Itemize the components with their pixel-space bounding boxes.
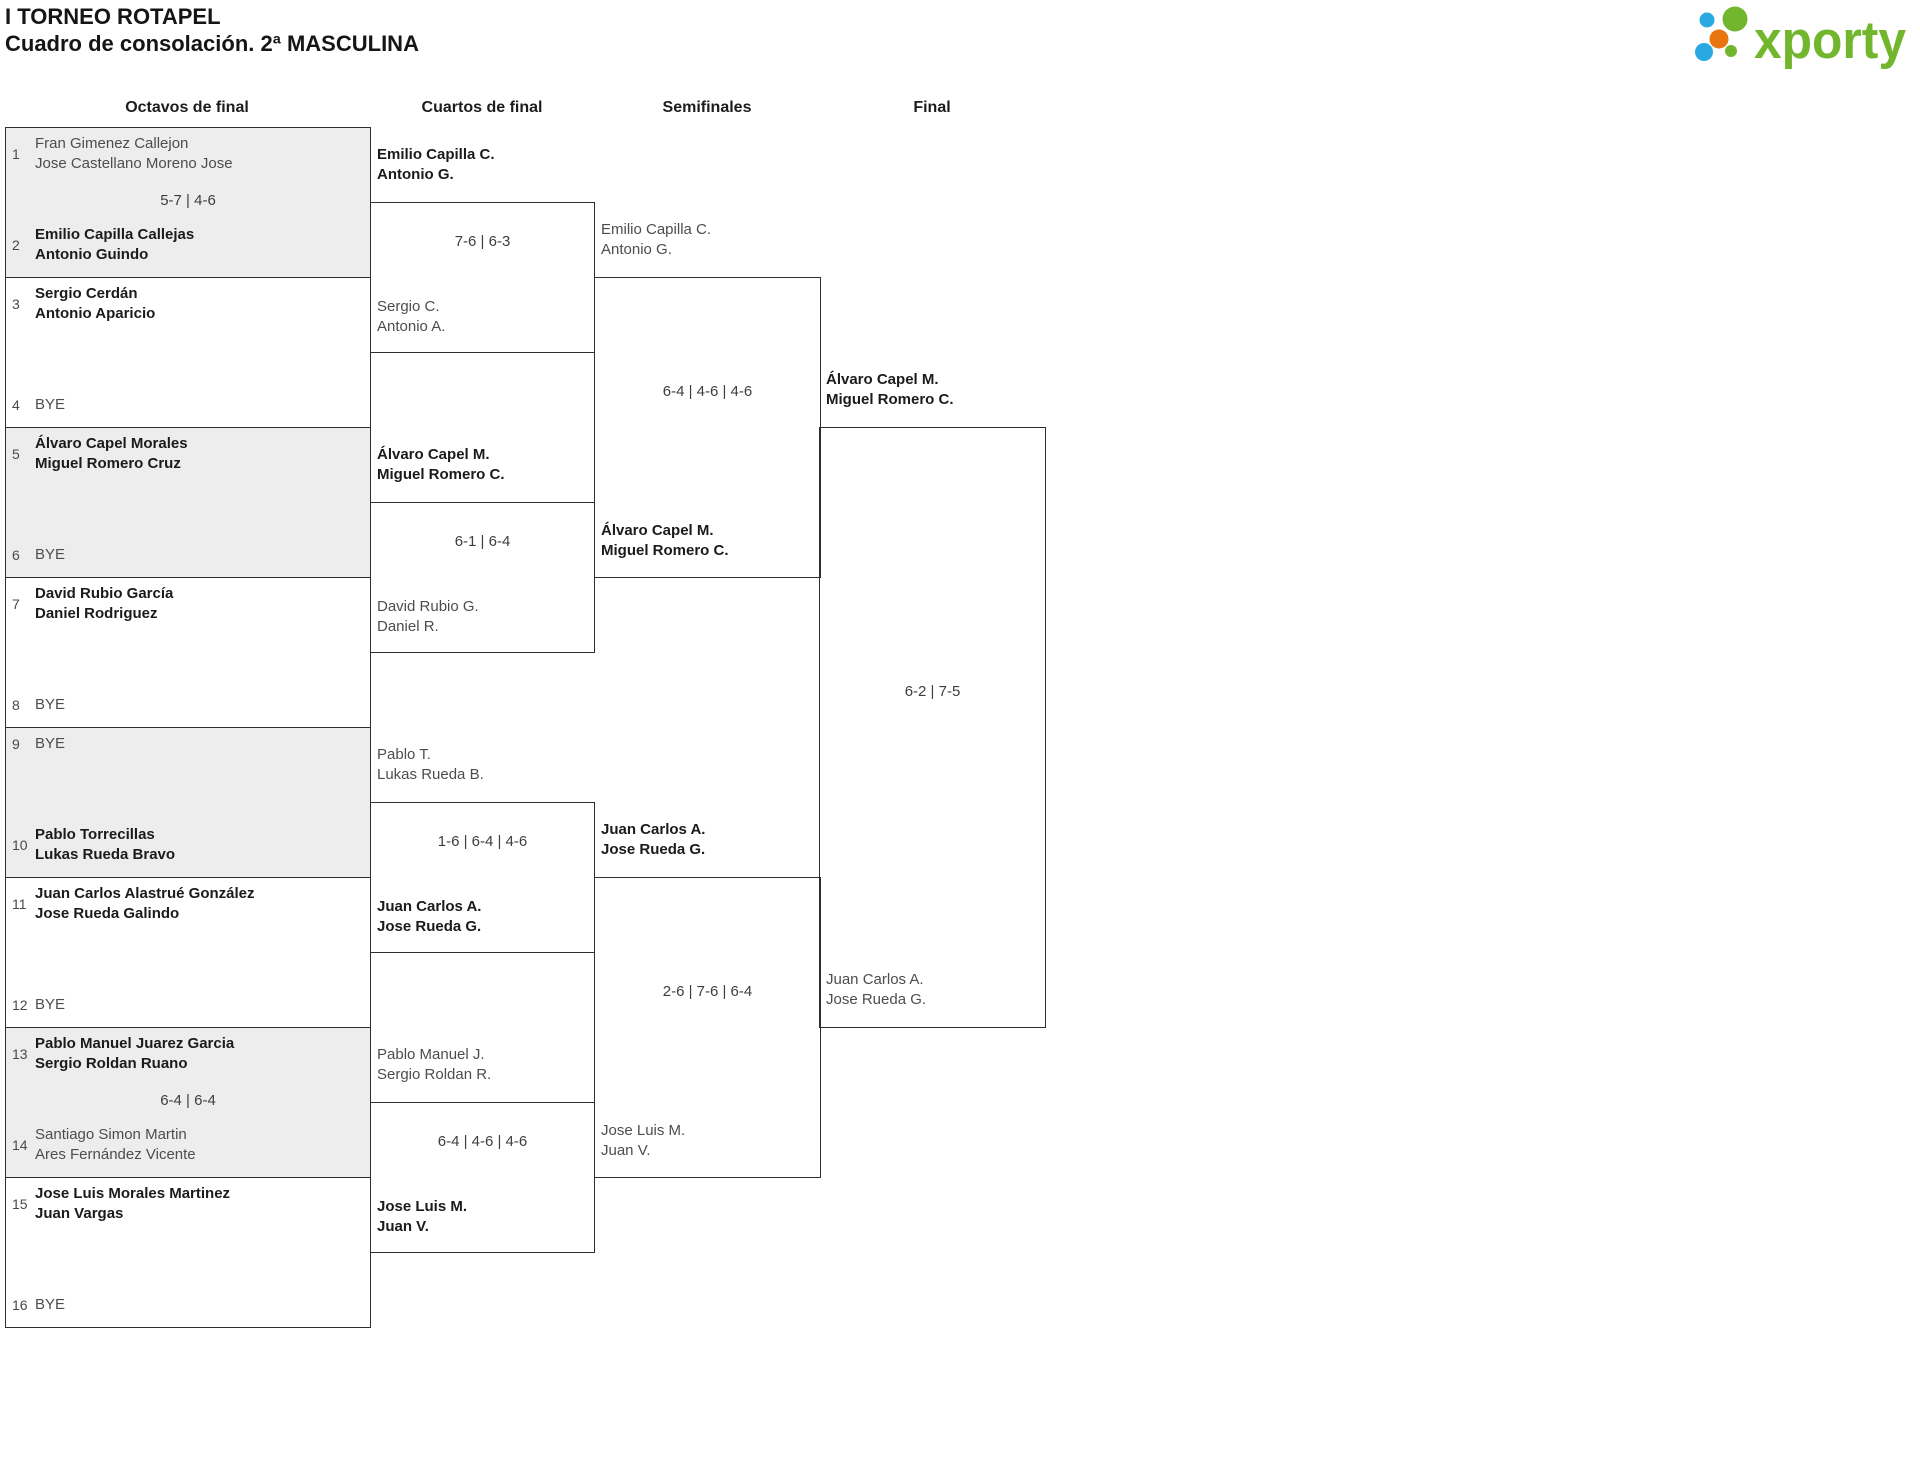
match-score: 1-6 | 6-4 | 4-6 [437, 833, 528, 850]
team-names: Fran Gimenez Callejon Jose Castellano Mo… [35, 135, 233, 172]
seed-number: 10 [12, 837, 28, 853]
advancing-team-label: Pablo Manuel J. Sergio Roldan R. [377, 1046, 492, 1083]
seed-number: 14 [12, 1137, 28, 1153]
advancing-team-label: Álvaro Capel M. Miguel Romero C. [601, 522, 729, 559]
seed-number: 2 [12, 237, 20, 253]
team-names: BYE [35, 696, 66, 713]
advancing-team-label: David Rubio G. Daniel R. [377, 598, 479, 635]
octavos-match-3: 5 Álvaro Capel Morales Miguel Romero Cru… [5, 427, 371, 578]
match-score: 6-4 | 4-6 | 4-6 [662, 383, 753, 400]
team-names: David Rubio García Daniel Rodriguez [35, 585, 174, 622]
seed-number: 5 [12, 446, 20, 462]
advancing-team-label: Pablo T. Lukas Rueda B. [377, 746, 484, 783]
match-score: 6-2 | 7-5 [904, 683, 961, 700]
page-subtitle: Cuadro de consolación. 2ª MASCULINA [5, 31, 419, 56]
octavos-match-1: 1 Fran Gimenez Callejon Jose Castellano … [5, 127, 371, 278]
seed-number: 3 [12, 296, 20, 312]
logo-wordmark: xporty [1754, 11, 1906, 70]
seed-number: 6 [12, 547, 20, 563]
team-names: BYE [35, 1296, 66, 1313]
advancing-team-label: Juan Carlos A. Jose Rueda G. [601, 821, 706, 858]
team-slot-bottom: 4 BYE [6, 395, 370, 415]
octavos-match-7: 13 Pablo Manuel Juarez Garcia Sergio Rol… [5, 1027, 371, 1178]
page-title-block: I TORNEO ROTAPEL Cuadro de consolación. … [5, 3, 419, 57]
team-names: Pablo Manuel Juarez Garcia Sergio Roldan… [35, 1035, 235, 1072]
team-slot-top: 3 Sergio Cerdán Antonio Aparicio [6, 284, 370, 324]
seed-number: 9 [12, 736, 20, 752]
round-header-cuartos: Cuartos de final [421, 99, 543, 116]
seed-number: 16 [12, 1297, 28, 1313]
octavos-match-5: 9 BYE 10 Pablo Torrecillas Lukas Rueda B… [5, 727, 371, 878]
seed-number: 1 [12, 146, 20, 162]
team-slot-bottom: 6 BYE [6, 545, 370, 565]
round-header-semifinales: Semifinales [662, 99, 752, 116]
team-slot-bottom: 10 Pablo Torrecillas Lukas Rueda Bravo [6, 825, 370, 865]
advancing-team-label: Jose Luis M. Juan V. [601, 1122, 686, 1159]
octavos-match-2: 3 Sergio Cerdán Antonio Aparicio 4 BYE [5, 277, 371, 428]
team-names: Jose Luis Morales Martinez Juan Vargas [35, 1185, 231, 1222]
team-names: BYE [35, 396, 66, 413]
xporty-logo[interactable]: xporty [1690, 0, 1920, 75]
team-slot-bottom: 2 Emilio Capilla Callejas Antonio Guindo [6, 225, 370, 265]
advancing-team-label: Jose Luis M. Juan V. [377, 1198, 468, 1235]
team-slot-top: 15 Jose Luis Morales Martinez Juan Varga… [6, 1184, 370, 1224]
octavos-match-6: 11 Juan Carlos Alastrué González Jose Ru… [5, 877, 371, 1028]
team-names: Sergio Cerdán Antonio Aparicio [35, 285, 156, 322]
team-slot-bottom: 12 BYE [6, 995, 370, 1015]
match-score: 6-1 | 6-4 [454, 533, 511, 550]
seed-number: 7 [12, 596, 20, 612]
match-score: 6-4 | 6-4 [160, 1092, 216, 1109]
match-score: 5-7 | 4-6 [160, 192, 216, 209]
match-score: 6-4 | 4-6 | 4-6 [437, 1133, 528, 1150]
match-score: 7-6 | 6-3 [454, 233, 511, 250]
team-slot-bottom: 14 Santiago Simon Martin Ares Fernández … [6, 1125, 370, 1165]
final-match-box [819, 427, 1046, 1028]
seed-number: 12 [12, 997, 28, 1013]
round-header-octavos: Octavos de final [125, 99, 249, 116]
team-slot-bottom: 8 BYE [6, 695, 370, 715]
round-header-final: Final [913, 99, 951, 116]
team-slot-top: 5 Álvaro Capel Morales Miguel Romero Cru… [6, 434, 370, 474]
seed-number: 8 [12, 697, 20, 713]
team-names: Emilio Capilla Callejas Antonio Guindo [35, 226, 195, 263]
team-slot-top: 1 Fran Gimenez Callejon Jose Castellano … [6, 134, 370, 174]
advancing-team-label: Álvaro Capel M. Miguel Romero C. [826, 371, 954, 408]
page-title: I TORNEO ROTAPEL [5, 4, 221, 29]
team-slot-top: 9 BYE [6, 734, 370, 754]
team-names: BYE [35, 996, 66, 1013]
team-slot-top: 13 Pablo Manuel Juarez Garcia Sergio Rol… [6, 1034, 370, 1074]
advancing-team-label: Emilio Capilla C. Antonio G. [377, 146, 495, 183]
seed-number: 4 [12, 397, 20, 413]
advancing-team-label: Sergio C. Antonio A. [377, 298, 446, 335]
team-names: Pablo Torrecillas Lukas Rueda Bravo [35, 826, 176, 863]
team-names: BYE [35, 546, 66, 563]
team-names: Santiago Simon Martin Ares Fernández Vic… [35, 1126, 196, 1163]
advancing-team-label: Álvaro Capel M. Miguel Romero C. [377, 446, 505, 483]
team-slot-top: 11 Juan Carlos Alastrué González Jose Ru… [6, 884, 370, 924]
team-names: BYE [35, 735, 66, 752]
logo-dots-icon: xporty [1695, 6, 1906, 70]
team-slot-bottom: 16 BYE [6, 1295, 370, 1315]
octavos-match-4: 7 David Rubio García Daniel Rodriguez 8 … [5, 577, 371, 728]
advancing-team-label: Emilio Capilla C. Antonio G. [601, 221, 712, 258]
advancing-team-label: Juan Carlos A. Jose Rueda G. [377, 898, 482, 935]
seed-number: 13 [12, 1046, 28, 1062]
match-score: 2-6 | 7-6 | 6-4 [662, 983, 753, 1000]
team-names: Álvaro Capel Morales Miguel Romero Cruz [35, 435, 188, 472]
seed-number: 11 [12, 896, 27, 912]
team-slot-top: 7 David Rubio García Daniel Rodriguez [6, 584, 370, 624]
octavos-match-8: 15 Jose Luis Morales Martinez Juan Varga… [5, 1177, 371, 1328]
team-names: Juan Carlos Alastrué González Jose Rueda… [35, 885, 255, 922]
seed-number: 15 [12, 1196, 28, 1212]
advancing-team-label: Juan Carlos A. Jose Rueda G. [826, 971, 927, 1008]
